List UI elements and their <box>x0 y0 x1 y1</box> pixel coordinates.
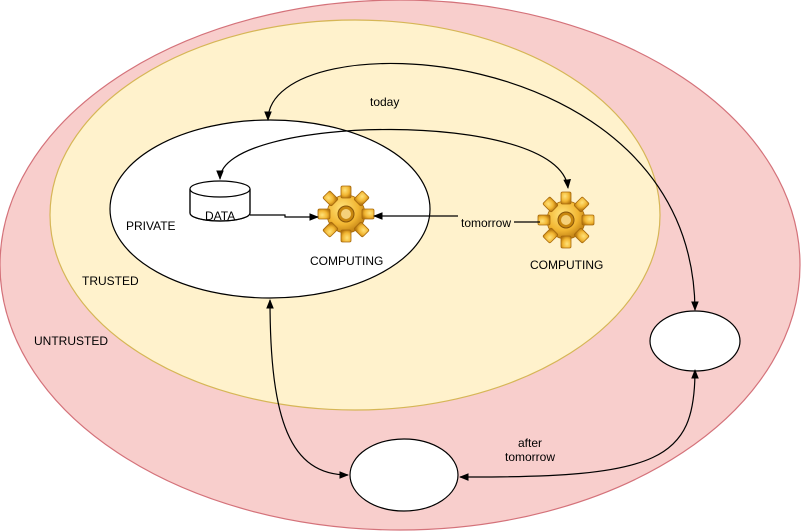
after-tomorrow-label-line1: after <box>518 436 542 450</box>
today-label: today <box>370 95 399 109</box>
external-node-bottom[interactable] <box>349 438 459 512</box>
computing-inner-label: COMPUTING <box>310 254 383 268</box>
edge-private-to-bottom-node <box>266 299 349 479</box>
today-label-bg <box>366 92 402 108</box>
tomorrow-label: tomorrow <box>461 216 511 230</box>
private-zone <box>109 119 431 299</box>
untrusted-label: UNTRUSTED <box>34 334 108 348</box>
edge-after-tomorrow <box>459 369 699 481</box>
gear-icon[interactable] <box>317 185 375 243</box>
after-tomorrow-label-line2: tomorrow <box>505 450 555 464</box>
data-label: DATA <box>205 209 235 223</box>
edge-today <box>264 62 699 311</box>
trusted-label: TRUSTED <box>82 274 139 288</box>
private-label: PRIVATE <box>126 219 176 233</box>
computing-outer-label: COMPUTING <box>530 258 603 272</box>
tomorrow-label-bg <box>458 215 514 230</box>
gear-icon[interactable] <box>537 191 595 249</box>
external-node-right[interactable] <box>649 310 741 372</box>
